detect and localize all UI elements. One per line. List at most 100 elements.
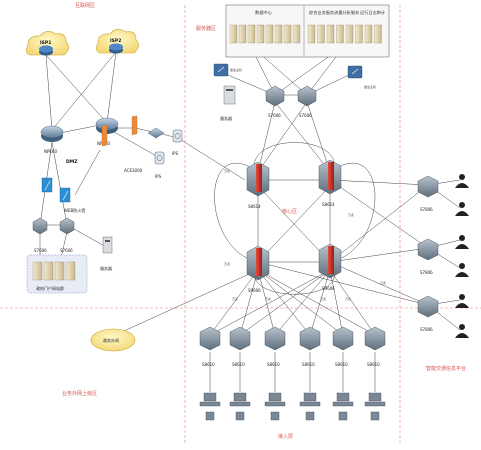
- core-firewall-a[interactable]: S8614: [246, 161, 270, 209]
- link-label: 万兆: [345, 296, 351, 301]
- zone-label-core: 核心区: [282, 208, 297, 215]
- server-rack-icon: [274, 24, 283, 44]
- ips-device-a[interactable]: IPS: [172, 129, 183, 156]
- ips-b-label: IPS: [155, 174, 162, 179]
- datacenter-group-2: 流量分析服务: [334, 9, 360, 16]
- srv-switch-a-label: S7606: [268, 113, 281, 118]
- right-switch-1[interactable]: S7806: [417, 175, 439, 212]
- cloud-isp2: ISP2: [96, 29, 139, 54]
- bastion-b-label: 堡垒主机: [364, 84, 376, 89]
- link-label: 万兆: [320, 296, 326, 301]
- switch-srv-a[interactable]: S7606: [265, 85, 285, 118]
- firewall-orange-top[interactable]: [131, 115, 138, 135]
- isp1-label: ISP1: [40, 40, 51, 46]
- access-switch-5[interactable]: S8610: [332, 326, 354, 367]
- core-fw-a-label: S8614: [248, 204, 261, 209]
- access-5-label: S8610: [335, 362, 348, 367]
- gov-cloud-label: 政务外网: [103, 337, 119, 343]
- switch-srv-b[interactable]: S7606: [297, 85, 317, 118]
- user-icon: [455, 235, 469, 249]
- bastion-host-left[interactable]: 堡垒主机: [213, 63, 242, 77]
- terminal-icon: [229, 392, 251, 421]
- right-switch-1-label: S7806: [420, 207, 433, 212]
- server-rack-icon: [229, 24, 238, 44]
- access-3-label: S8610: [267, 362, 280, 367]
- s7606-a-label: S7606: [34, 248, 47, 253]
- access-4-label: S8610: [302, 362, 315, 367]
- terminal-icon: [332, 392, 354, 421]
- dmz-firewall[interactable]: DMZ: [66, 124, 108, 165]
- core-switch-b[interactable]: S9606: [318, 243, 342, 291]
- log-server-left[interactable]: 服务器: [100, 236, 113, 271]
- user-icon: [455, 263, 469, 277]
- gov-network-cloud: 政务外网: [90, 328, 136, 352]
- server-rack-icon: [317, 24, 325, 44]
- datacenter-group-1: 综合业务服务: [309, 9, 335, 16]
- zone-label-access: 接入层: [278, 433, 293, 440]
- bastion-a-label: 堡垒主机: [230, 67, 242, 72]
- server-rack-icon: [326, 24, 335, 44]
- right-switch-3[interactable]: S7806: [417, 295, 439, 332]
- access-2-label: S8610: [232, 362, 245, 367]
- link-label: 万兆: [265, 296, 271, 301]
- terminal-icon: [264, 392, 286, 421]
- access-switch-2[interactable]: S8610: [229, 326, 251, 367]
- ace-device[interactable]: ACE3000: [124, 127, 165, 173]
- right-switch-2[interactable]: S7806: [417, 238, 439, 275]
- access-6-label: S8610: [367, 362, 380, 367]
- access-switch-4[interactable]: S8610: [299, 326, 321, 367]
- log-server-left-label: 服务器: [100, 265, 112, 271]
- core-fw-b-label: S8614: [322, 202, 335, 207]
- link-label: 万兆: [380, 280, 386, 285]
- zone-label-service: 服务器区: [196, 25, 216, 32]
- server-rack-icon: [265, 24, 274, 44]
- isp2-label: ISP2: [110, 38, 121, 44]
- switch-s7606-b[interactable]: S7606: [59, 217, 75, 253]
- access-switch-1[interactable]: S8610: [199, 326, 221, 367]
- datacenter-group-3: 运行日志审计: [360, 9, 385, 16]
- core-sw-a-label: S9606: [248, 288, 261, 293]
- access-switch-3[interactable]: S8610: [264, 326, 286, 367]
- switch-s7606-a[interactable]: S7606: [32, 217, 48, 253]
- web-firewall-label: WEB防火墙: [64, 207, 85, 213]
- server-rack-icon: [292, 24, 301, 44]
- dmz-label: DMZ: [66, 159, 78, 165]
- server-rack-icon: [283, 24, 292, 44]
- web-firewall[interactable]: WEB防火墙: [41, 177, 85, 213]
- server-rack-icon: [374, 24, 382, 44]
- access-switch-6[interactable]: S8610: [364, 326, 386, 367]
- link-label: 万兆: [232, 296, 238, 301]
- server-rack-icon: [336, 24, 344, 44]
- server-rack-icon: [307, 24, 316, 44]
- datacenter-server-racks: [229, 24, 382, 44]
- link-label: 万兆: [348, 212, 354, 217]
- bastion-host-right[interactable]: 堡垒主机: [347, 65, 376, 89]
- ips-label: IPS: [172, 151, 179, 156]
- router-npe-a[interactable]: NPE60: [40, 125, 64, 154]
- log-server-top[interactable]: 服务器: [220, 85, 236, 121]
- zone-dividers: [0, 5, 481, 445]
- server-rack-icon: [364, 24, 373, 44]
- core-firewall-b[interactable]: S8614: [318, 159, 342, 207]
- core-switch-a[interactable]: S9606: [246, 245, 270, 293]
- ips-device-b[interactable]: IPS: [154, 151, 165, 179]
- user-icon: [455, 202, 469, 216]
- zone-label-internet: 互联网区: [75, 2, 95, 9]
- npe-a-label: NPE60: [44, 149, 57, 154]
- server-rack-icon: [238, 24, 247, 44]
- user-icon: [455, 174, 469, 188]
- server-rack-icon: [256, 24, 265, 44]
- zone-label-center-platform: 智能交通信息平台: [426, 365, 466, 372]
- end-users: [455, 174, 469, 338]
- log-server-top-label: 服务器: [220, 115, 232, 121]
- right-switch-2-label: S7806: [420, 270, 433, 275]
- portal-group: 政府门户网站群: [26, 254, 88, 294]
- terminal-icon: [299, 392, 321, 421]
- user-icon: [455, 294, 469, 308]
- zone-label-business-network: 业务外网上级区: [62, 390, 97, 397]
- access-1-label: S8610: [202, 362, 215, 367]
- right-switch-3-label: S7806: [420, 327, 433, 332]
- server-rack-icon: [355, 24, 363, 44]
- core-sw-b-label: S9606: [322, 286, 335, 291]
